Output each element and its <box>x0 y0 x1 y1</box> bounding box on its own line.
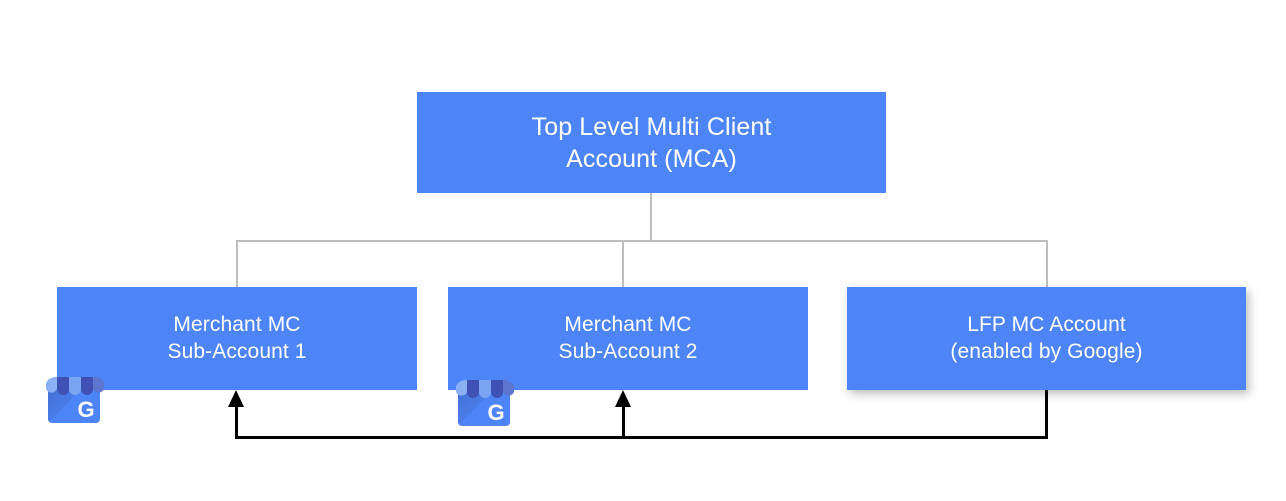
feedback-line-vertical-to-sub1 <box>235 400 238 437</box>
connector-drop-sub2 <box>622 240 624 288</box>
node-merchant-mc-sub-account-1[interactable]: Merchant MC Sub-Account 1 <box>57 287 417 390</box>
connector-drop-lfp <box>1046 240 1048 288</box>
node-merchant-mc-sub-account-1-line2: Sub-Account 1 <box>167 339 307 363</box>
google-g-letter: G <box>77 397 94 422</box>
node-lfp-mc-account[interactable]: LFP MC Account (enabled by Google) <box>847 287 1246 390</box>
node-merchant-mc-sub-account-2[interactable]: Merchant MC Sub-Account 2 <box>448 287 808 390</box>
feedback-line-vertical-to-sub2 <box>622 400 625 437</box>
google-my-business-storefront-icon: G <box>456 379 514 426</box>
google-g-letter: G <box>487 400 504 425</box>
node-merchant-mc-sub-account-2-line1: Merchant MC <box>564 312 692 336</box>
node-top-level-mca[interactable]: Top Level Multi Client Account (MCA) <box>417 92 886 193</box>
node-merchant-mc-sub-account-2-line2: Sub-Account 2 <box>558 339 698 363</box>
connector-horizontal-bus <box>236 240 1048 242</box>
arrowhead-to-sub2-icon <box>615 390 631 407</box>
feedback-line-vertical-from-lfp <box>1045 389 1048 439</box>
node-merchant-mc-sub-account-1-line1: Merchant MC <box>173 312 301 336</box>
arrowhead-to-sub1-icon <box>228 390 244 407</box>
google-my-business-storefront-icon: G <box>46 376 104 423</box>
connector-drop-sub1 <box>236 240 238 288</box>
node-top-level-mca-line2: Account (MCA) <box>566 144 737 173</box>
node-top-level-mca-line1: Top Level Multi Client <box>531 112 772 141</box>
connector-root-stem <box>650 193 652 242</box>
svg-text:G: G <box>77 397 94 422</box>
node-lfp-mc-account-line2: (enabled by Google) <box>950 339 1143 363</box>
feedback-line-horizontal <box>235 436 1048 439</box>
node-lfp-mc-account-line1: LFP MC Account <box>967 312 1126 336</box>
svg-text:G: G <box>487 400 504 425</box>
